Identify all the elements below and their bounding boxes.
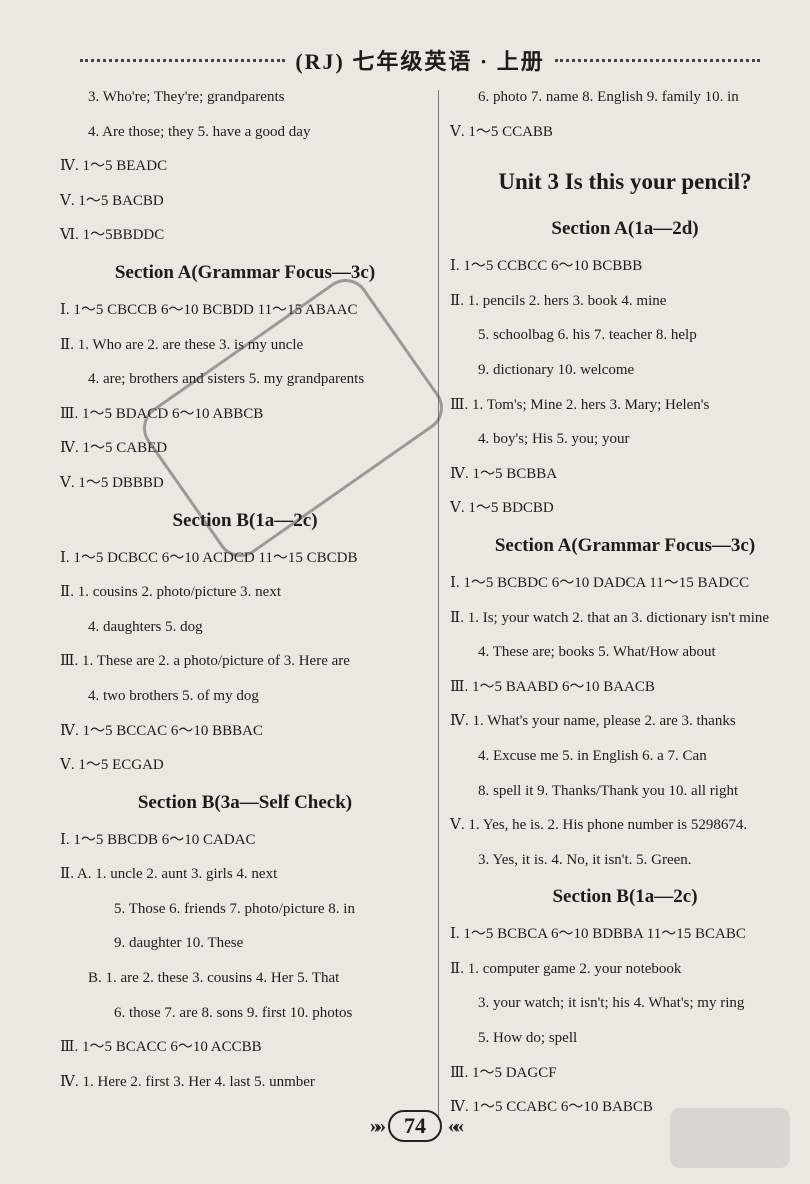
chevron-right-icon: »» [370, 1114, 386, 1137]
answer-line: Ⅳ. 1. Here 2. first 3. Her 4. last 5. un… [60, 1073, 315, 1090]
section-heading: Section B(1a—2c) [552, 886, 698, 908]
answer-line: 4. boy's; His 5. you; your [478, 431, 630, 448]
answer-line: 9. daughter 10. These [114, 935, 244, 952]
answer-line: 4. daughters 5. dog [88, 618, 203, 635]
answer-line: 4. Excuse me 5. in English 6. a 7. Can [478, 747, 707, 764]
section-heading: Section A(1a—2d) [551, 218, 699, 240]
column-divider [438, 90, 439, 1120]
answer-line: Ⅰ. 1～5 BCBDC 6～10 DADCA 11～15 BADCC [450, 574, 750, 591]
answer-line: Ⅱ. A. 1. uncle 2. aunt 3. girls 4. next [60, 866, 278, 883]
answer-line: 4. two brothers 5. of my dog [88, 687, 259, 704]
page-number: 74 [388, 1110, 442, 1142]
answer-line: 5. Those 6. friends 7. photo/picture 8. … [114, 900, 355, 917]
answer-line: Ⅴ. 1～5 DBBBD [60, 474, 164, 491]
answer-line: Ⅱ. 1. cousins 2. photo/picture 3. next [60, 584, 282, 601]
answer-line: Ⅳ. 1～5 CABED [60, 440, 168, 457]
section-heading: Section A(Grammar Focus—3c) [494, 534, 756, 556]
header-rule-right [554, 58, 761, 62]
section-heading: Section A(Grammar Focus—3c) [114, 261, 376, 283]
answer-line: Ⅴ. 1～5 BDCBD [450, 500, 554, 517]
answer-line: 4. These are; books 5. What/How about [478, 644, 716, 661]
section-heading: Section B(3a—Self Check) [137, 791, 353, 813]
answer-line: Ⅰ. 1～5 BCBCA 6～10 BDBBA 11～15 BCABC [450, 926, 746, 943]
answer-line: Ⅰ. 1～5 DCBCC 6～10 ACDCD 11～15 CBCDB [60, 549, 358, 566]
answer-line: 4. Are those; they 5. have a good day [88, 123, 311, 140]
right-column: 6. photo 7. name 8. English 9. family 10… [450, 80, 800, 1125]
section-heading: Section B(1a—2c) [172, 509, 318, 531]
answer-line: 5. How do; spell [478, 1030, 578, 1047]
answer-line: 8. spell it 9. Thanks/Thank you 10. all … [478, 782, 739, 799]
answer-line: 3. Yes, it is. 4. No, it isn't. 5. Green… [478, 851, 692, 868]
answer-line: Ⅱ. 1. Who are 2. are these 3. is my uncl… [60, 336, 304, 353]
header-rule-left [80, 58, 286, 62]
answer-line: Ⅰ. 1～5 CBCCB 6～10 BCBDD 11～15 ABAAC [60, 301, 358, 318]
answer-line: Ⅵ. 1～5BBDDC [60, 227, 165, 244]
answer-line: Ⅳ. 1. What's your name, please 2. are 3.… [450, 713, 736, 730]
answer-line: Ⅳ. 1～5 BCCAC 6～10 BBBAC [60, 722, 263, 739]
answer-line: Ⅲ. 1～5 BAABD 6～10 BAACB [450, 678, 655, 695]
answer-line: Ⅳ. 1～5 BEADC [60, 158, 168, 175]
answer-line: Ⅴ. 1～5 ECGAD [60, 757, 164, 774]
answer-line: Ⅲ. 1～5 BCACC 6～10 ACCBB [60, 1039, 262, 1056]
answer-line: Ⅱ. 1. computer game 2. your notebook [450, 960, 682, 977]
chevron-left-icon: «« [448, 1114, 464, 1137]
left-column: 3. Who're; They're; grandparents 4. Are t… [60, 80, 430, 1099]
answer-line: Ⅰ. 1～5 CCBCC 6～10 BCBBB [450, 258, 643, 275]
answer-line: Ⅲ. 1～5 BDACD 6～10 ABBCB [60, 405, 264, 422]
answer-line: Ⅱ. 1. pencils 2. hers 3. book 4. mine [450, 292, 667, 309]
answer-line: Ⅲ. 1. These are 2. a photo/picture of 3.… [60, 653, 350, 670]
answer-line: Ⅱ. 1. Is; your watch 2. that an 3. dicti… [450, 609, 770, 626]
answer-line: 6. those 7. are 8. sons 9. first 10. pho… [114, 1004, 353, 1021]
answer-line: 4. are; brothers and sisters 5. my grand… [88, 371, 365, 388]
answer-line: Ⅲ. 1～5 DAGCF [450, 1064, 557, 1081]
answer-line: Ⅴ. 1. Yes, he is. 2. His phone number is… [450, 817, 748, 834]
answer-line: Ⅴ. 1～5 BACBD [60, 192, 164, 209]
answer-line: 5. schoolbag 6. his 7. teacher 8. help [478, 327, 697, 344]
answer-line: Ⅲ. 1. Tom's; Mine 2. hers 3. Mary; Helen… [450, 396, 710, 413]
answer-line: Ⅴ. 1～5 CCABB [450, 123, 553, 140]
answer-line: Ⅳ. 1～5 CCABC 6～10 BABCB [450, 1099, 653, 1116]
answer-line: 9. dictionary 10. welcome [478, 361, 635, 378]
answer-line: B. 1. are 2. these 3. cousins 4. Her 5. … [88, 970, 340, 987]
answer-line: 3. your watch; it isn't; his 4. What's; … [478, 995, 745, 1012]
page-header: (RJ) 七年级英语 · 上册 [70, 40, 770, 80]
answer-line: Ⅳ. 1～5 BCBBA [450, 465, 558, 482]
unit-heading: Unit 3 Is this your pencil? [498, 169, 752, 195]
header-title: (RJ) 七年级英语 · 上册 [295, 49, 545, 74]
answer-line: 3. Who're; They're; grandparents [88, 89, 285, 105]
answer-line: Ⅰ. 1～5 BBCDB 6～10 CADAC [60, 831, 256, 848]
page-footer: »» 74 «« [330, 1106, 500, 1146]
answer-line: 6. photo 7. name 8. English 9. family 10… [478, 89, 739, 105]
corner-watermark [670, 1108, 790, 1168]
